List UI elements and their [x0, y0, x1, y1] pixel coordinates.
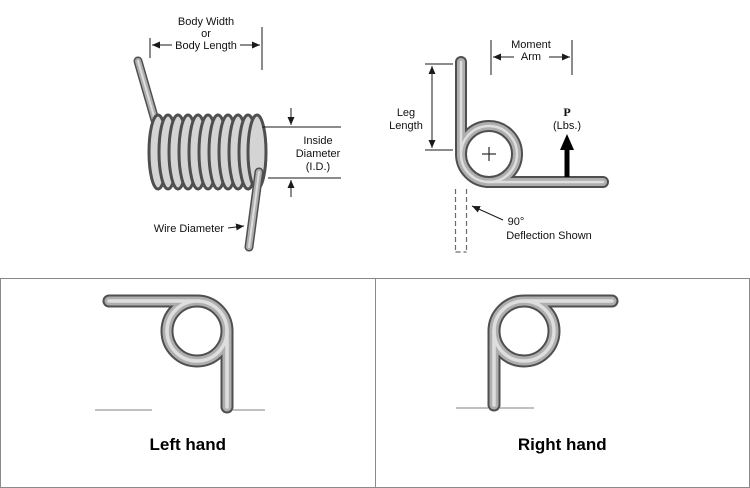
deflection-label-1: 90°	[508, 216, 525, 228]
inside-diameter-label-3: (I.D.)	[306, 161, 330, 173]
moment-arm-label-2: Arm	[521, 51, 541, 63]
leg-length-label-2: Length	[389, 120, 423, 132]
load-unit-label: (Lbs.)	[553, 120, 581, 132]
inside-diameter-label-1: Inside	[303, 135, 332, 147]
body-width-label-3: Body Length	[175, 40, 237, 52]
load-symbol-label: P	[563, 105, 570, 119]
dimension-diagrams: Body Width or Body Length Inside Diamete…	[133, 16, 609, 253]
dimension-inside-diameter: Inside Diameter (I.D.)	[262, 108, 341, 197]
callout-wire-diameter: Wire Diameter	[154, 223, 245, 235]
body-width-label-2: or	[201, 28, 211, 40]
hand-orientation-panel: Left hand	[0, 278, 750, 488]
dimension-body-width: Body Width or Body Length	[149, 16, 263, 70]
spring-left-leg	[133, 56, 160, 125]
dimension-leg-length: Leg Length	[389, 63, 453, 151]
inside-diameter-label-2: Diameter	[296, 148, 341, 160]
leg-length-label-1: Leg	[397, 107, 415, 119]
torsion-wire	[455, 56, 609, 188]
right-hand-cell: Right hand	[376, 279, 750, 487]
spring-right-leg	[244, 167, 264, 252]
right-hand-label: Right hand	[517, 435, 607, 454]
left-hand-spring-drawing	[95, 294, 265, 414]
left-hand-cell: Left hand	[1, 279, 376, 487]
body-width-label-1: Body Width	[178, 16, 234, 28]
moment-arm-label-1: Moment	[511, 39, 551, 51]
coil-center-mark	[482, 147, 496, 161]
wire-diameter-label: Wire Diameter	[154, 223, 225, 235]
spring-coil-body	[147, 113, 268, 191]
deflection-note: 90° Deflection Shown	[471, 205, 592, 242]
undeflected-leg-ghost	[454, 189, 468, 253]
torsion-spring-end-view: Moment Arm Leg Length P (Lbs.)	[389, 39, 609, 253]
load-arrowhead	[560, 134, 574, 150]
deflection-label-2: Deflection Shown	[506, 230, 592, 242]
right-hand-spring-drawing	[455, 294, 618, 412]
load-arrow: P (Lbs.)	[553, 105, 581, 177]
coil-spring-side-view: Body Width or Body Length Inside Diamete…	[133, 16, 341, 252]
dimension-moment-arm: Moment Arm	[490, 39, 573, 75]
left-hand-label: Left hand	[149, 435, 227, 454]
